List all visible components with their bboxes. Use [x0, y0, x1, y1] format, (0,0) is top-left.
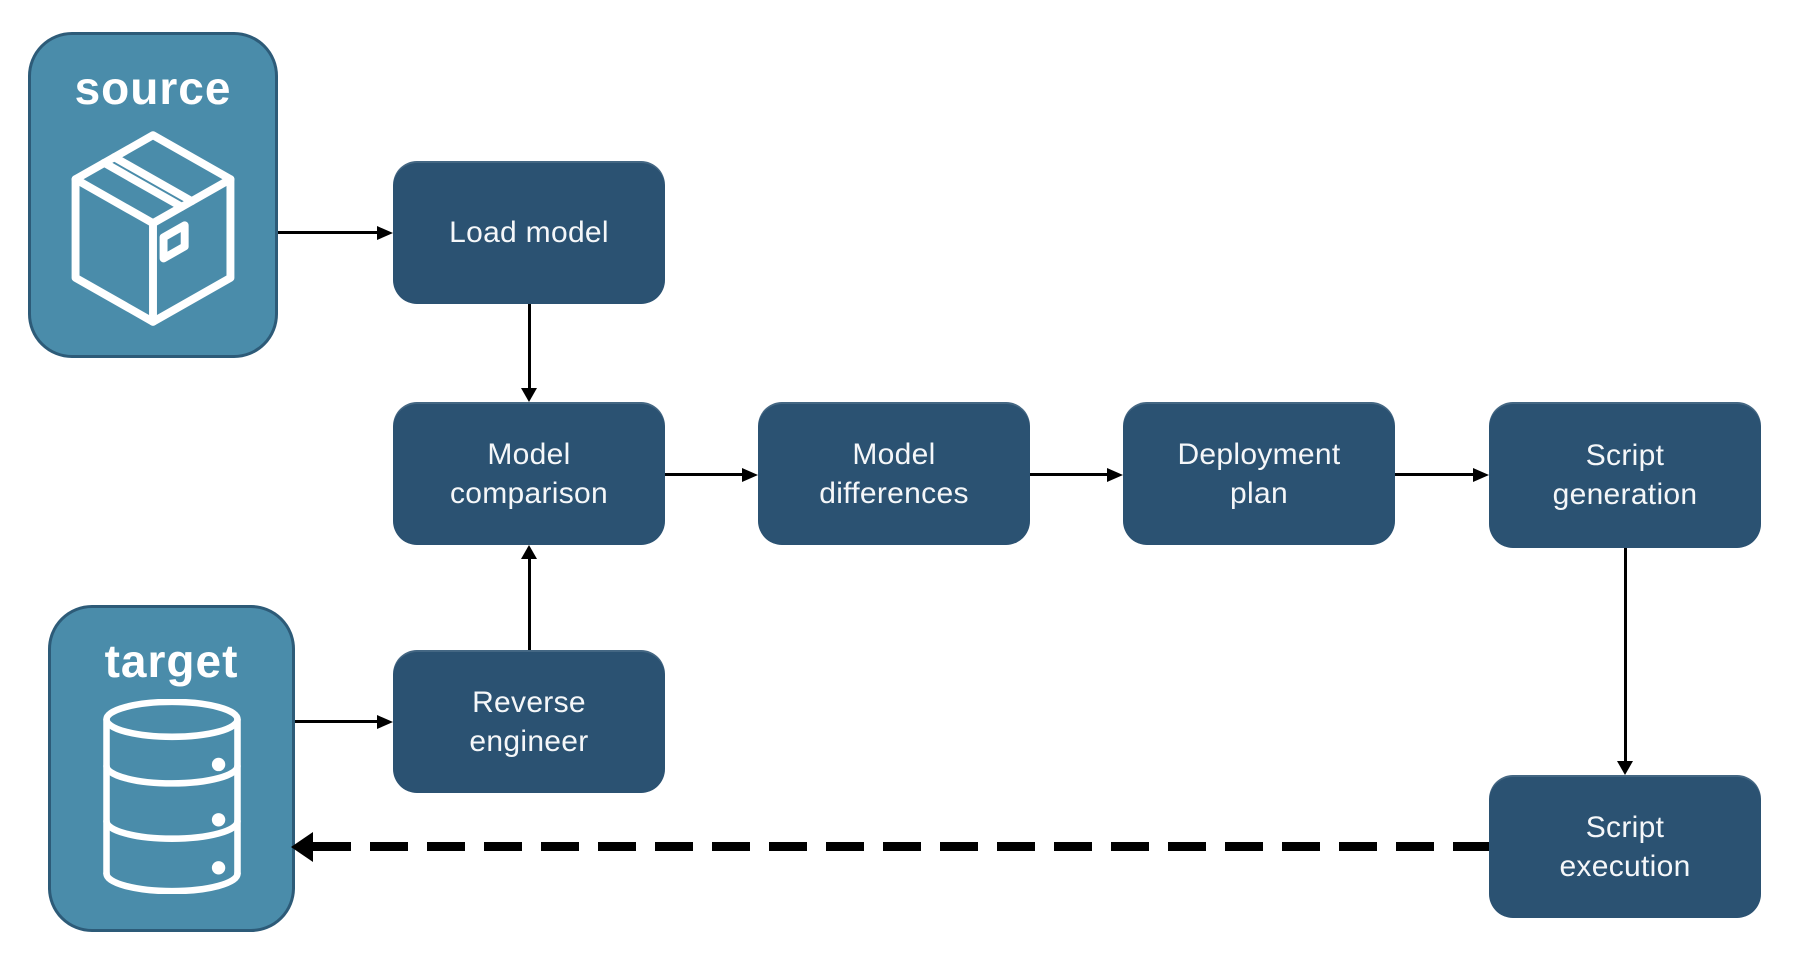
script-execution-label: Script execution [1559, 810, 1691, 883]
edge-target-to-reverse-engineer-arrowhead [377, 715, 393, 729]
edge-reverse-engineer-to-model-comparison-line [528, 559, 531, 650]
reverse-engineer-label: Reverse engineer [469, 685, 589, 758]
edge-script-generation-to-script-execution-arrowhead [1617, 761, 1633, 775]
edge-reverse-engineer-to-model-comparison-arrowhead [521, 545, 537, 559]
node-source: source [28, 32, 278, 358]
edge-target-to-reverse-engineer-line [295, 720, 379, 723]
edge-script-execution-to-target-arrowhead [291, 832, 313, 862]
edge-deployment-plan-to-script-generation-line [1395, 473, 1474, 476]
target-label: target [104, 635, 239, 687]
edge-source-to-load-model-arrowhead [377, 226, 393, 240]
node-target: target [48, 605, 295, 932]
model-differences-label: Model differences [819, 437, 969, 510]
deployment-plan-label: Deployment plan [1177, 437, 1341, 510]
edge-model-comparison-to-model-differences-arrowhead [742, 468, 758, 482]
model-comparison-label: Model comparison [449, 437, 609, 510]
node-script-generation: Script generation [1489, 402, 1761, 548]
edge-source-to-load-model-line [278, 231, 379, 234]
node-script-execution: Script execution [1489, 775, 1761, 918]
edge-script-execution-to-target-dashed-line [313, 842, 1489, 851]
node-load-model: Load model [393, 161, 665, 304]
package-icon [71, 130, 235, 326]
node-model-differences: Model differences [758, 402, 1030, 545]
edge-model-comparison-to-model-differences-line [665, 473, 744, 476]
database-icon [102, 698, 241, 894]
load-model-label: Load model [449, 216, 609, 249]
edge-load-model-to-model-comparison-line [528, 304, 531, 390]
edge-script-generation-to-script-execution-line [1624, 548, 1627, 763]
edge-load-model-to-model-comparison-arrowhead [521, 388, 537, 402]
edge-deployment-plan-to-script-generation-arrowhead [1473, 468, 1489, 482]
node-reverse-engineer: Reverse engineer [393, 650, 665, 793]
edge-model-differences-to-deployment-plan-arrowhead [1107, 468, 1123, 482]
node-deployment-plan: Deployment plan [1123, 402, 1395, 545]
source-label: source [74, 62, 232, 114]
node-model-comparison: Model comparison [393, 402, 665, 545]
script-generation-label: Script generation [1552, 439, 1698, 511]
edge-model-differences-to-deployment-plan-line [1030, 473, 1109, 476]
